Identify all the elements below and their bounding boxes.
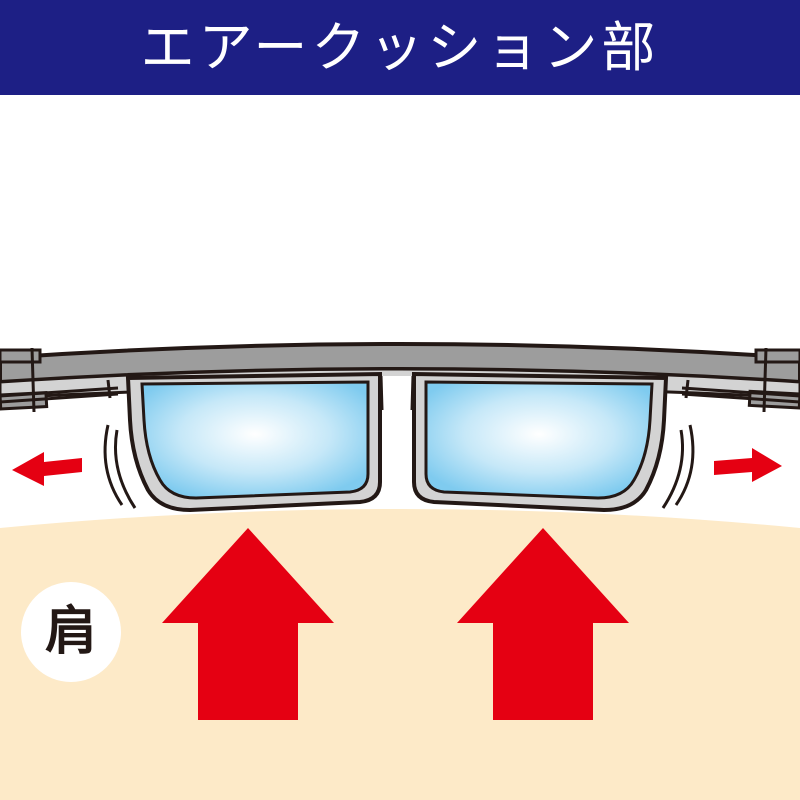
left-pressure-arrow	[162, 528, 334, 720]
shoulder-label-badge: 肩	[21, 582, 121, 682]
right-strap-end	[681, 347, 800, 413]
left-air-cushion	[125, 371, 382, 513]
title-text: エアークッション部	[140, 15, 660, 79]
right-air-cushion	[412, 371, 669, 513]
shoulder-label: 肩	[44, 602, 97, 662]
right-pressure-arrow	[457, 528, 629, 720]
left-spread-arrow	[12, 452, 82, 486]
right-motion-lines	[661, 424, 695, 509]
left-motion-lines	[103, 424, 137, 509]
right-spread-arrow	[714, 448, 782, 482]
left-strap-end	[0, 347, 119, 413]
shoulder-area	[0, 509, 800, 800]
title-banner: エアークッション部	[0, 0, 800, 95]
cushion-gap	[382, 376, 412, 406]
